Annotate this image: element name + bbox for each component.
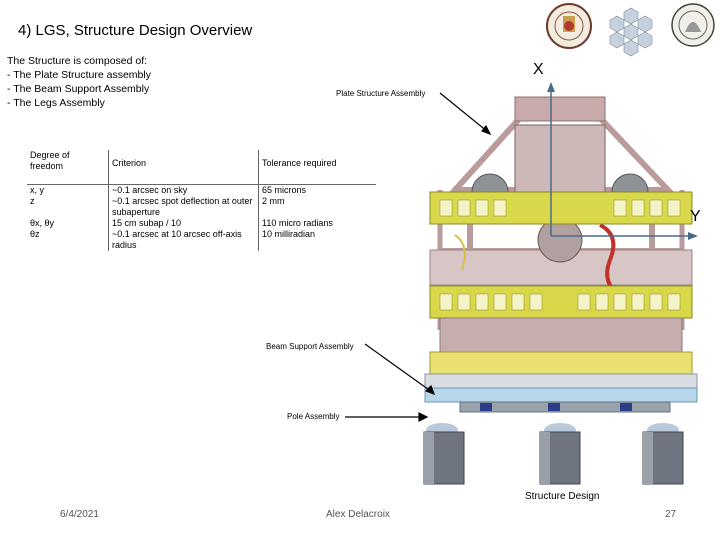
- slide-caption: Structure Design: [525, 491, 600, 502]
- footer-author: Alex Delacroix: [326, 509, 390, 520]
- intro-line: - The Plate Structure assembly: [7, 69, 151, 81]
- table-cell: x, y: [27, 184, 109, 196]
- observatory-seal-logo: [546, 3, 592, 49]
- table-cell: 2 mm: [262, 196, 285, 206]
- x-axis-label: X: [533, 61, 544, 78]
- header-criterion: Criterion: [108, 150, 259, 185]
- intro-text: The Structure is composed of: - The Plat…: [7, 54, 151, 110]
- pole-assembly-callout: Pole Assembly: [287, 412, 340, 421]
- table-cell: θz: [27, 229, 109, 251]
- legs: [423, 423, 684, 485]
- tolerance-table: Degree of freedom Criterion Tolerance re…: [27, 150, 376, 251]
- table-cell: 10 milliradian: [262, 229, 316, 239]
- table-cell: 110 micro radians: [262, 218, 333, 228]
- page-number: 27: [665, 509, 677, 520]
- table-header-row: Degree of freedom Criterion Tolerance re…: [27, 150, 376, 185]
- table-cell: ~0.1 arcsec spot deflection at outer sub…: [108, 196, 259, 218]
- y-axis-label: Y: [690, 208, 701, 225]
- table-cell: θx, θy: [27, 218, 109, 229]
- intro-line: - The Beam Support Assembly: [7, 83, 150, 95]
- table-cell: 15 cm subap / 10: [108, 218, 259, 229]
- table-row: z ~0.1 arcsec spot deflection at outer s…: [27, 196, 376, 218]
- plate-structure-callout: Plate Structure Assembly: [336, 89, 426, 98]
- axis-arrows: [547, 82, 698, 240]
- beam-support: [424, 317, 698, 413]
- table-row: θz ~0.1 arcsec at 10 arcsec off-axis rad…: [27, 229, 376, 251]
- table-row: x, y ~0.1 arcsec on sky 65 microns: [27, 184, 376, 196]
- plate-holes: [439, 199, 681, 311]
- intro-line: The Structure is composed of:: [7, 55, 148, 67]
- table-cell: ~0.1 arcsec on sky: [108, 184, 259, 196]
- slide-title: 4) LGS, Structure Design Overview: [18, 22, 253, 39]
- table-cell: z: [27, 196, 109, 218]
- header-tolerance: Tolerance required: [262, 158, 337, 168]
- callout-arrows: [345, 92, 492, 422]
- table-row: θx, θy 15 cm subap / 10 110 micro radian…: [27, 218, 376, 229]
- footer-date: 6/4/2021: [60, 509, 99, 520]
- header-dof: Degree of freedom: [27, 150, 109, 185]
- table-cell: 65 microns: [262, 185, 307, 195]
- hex-mirror-logo: [609, 7, 653, 57]
- yellow-plate-bands: [429, 191, 693, 319]
- intro-line: - The Legs Assembly: [7, 97, 105, 109]
- table-cell: ~0.1 arcsec at 10 arcsec off-axis radius: [108, 229, 259, 251]
- beam-support-callout: Beam Support Assembly: [266, 342, 354, 351]
- university-seal-logo: [671, 3, 715, 47]
